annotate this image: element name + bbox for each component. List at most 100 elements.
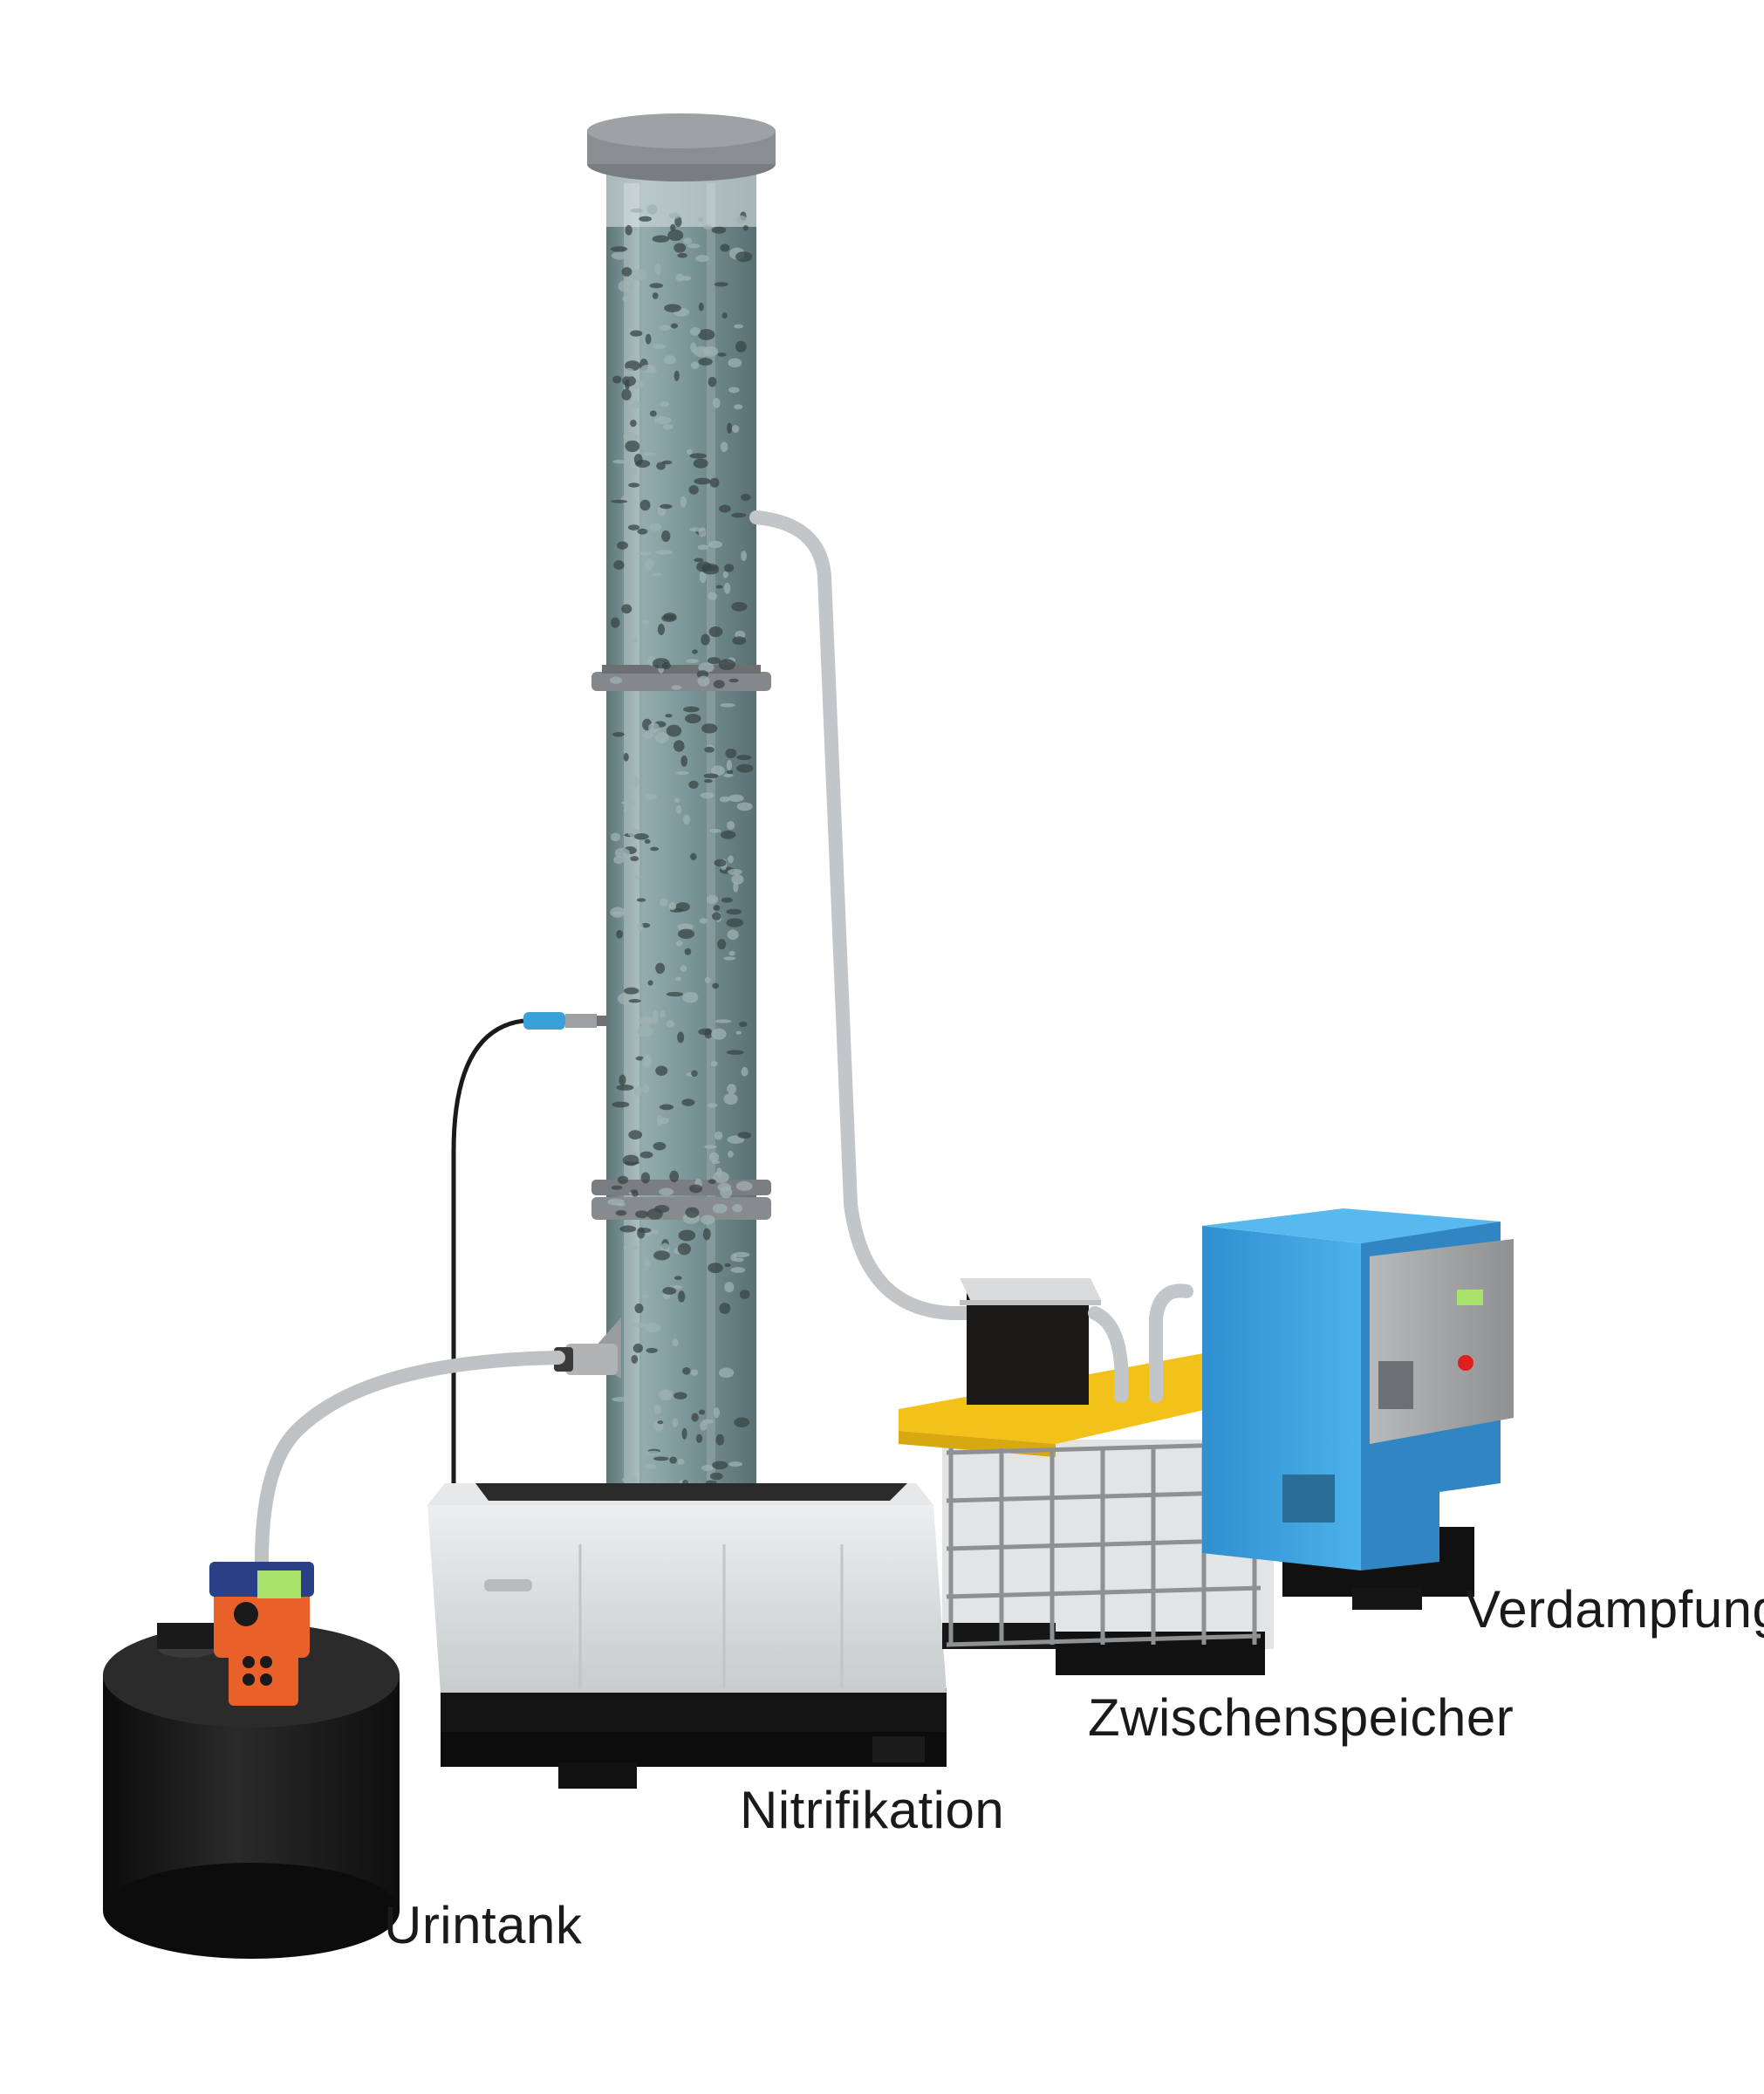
particle [674, 216, 682, 228]
particle [666, 1020, 675, 1028]
particle [645, 1323, 661, 1333]
particle [663, 612, 677, 621]
particle [742, 225, 749, 231]
particle [646, 204, 658, 215]
particle [666, 991, 683, 997]
particle [726, 908, 742, 915]
particle [668, 902, 676, 911]
particle [708, 376, 717, 387]
particle [697, 544, 709, 551]
particle [660, 503, 673, 510]
particle [682, 706, 700, 713]
particle [637, 528, 648, 535]
particle [643, 452, 656, 456]
particle [621, 388, 632, 400]
particle [612, 911, 626, 915]
particle [727, 1084, 737, 1094]
particle [704, 779, 713, 784]
particle [690, 361, 700, 370]
particle [632, 1343, 643, 1353]
particle [640, 364, 656, 373]
particle [659, 1117, 669, 1125]
particle [625, 440, 640, 453]
particle [734, 1417, 750, 1428]
particle [616, 1084, 634, 1091]
particle [728, 358, 742, 368]
particle [669, 1170, 680, 1182]
particle [709, 477, 720, 488]
particle [720, 702, 735, 708]
particle [612, 459, 628, 464]
particle [675, 940, 683, 947]
particle [736, 802, 753, 811]
particle [641, 1056, 653, 1068]
particle [616, 1202, 626, 1207]
particle [610, 832, 621, 842]
particle [649, 283, 664, 289]
nitrification-crate [427, 1483, 947, 1789]
particle [645, 793, 657, 800]
particle [655, 550, 673, 555]
particle [621, 267, 632, 277]
particle [720, 441, 728, 453]
particle [645, 333, 652, 345]
particle [703, 773, 719, 779]
particle [735, 1180, 753, 1191]
particle [720, 243, 730, 252]
particle [645, 558, 654, 571]
particle [703, 224, 712, 229]
particle [673, 370, 680, 381]
particle [714, 1019, 732, 1023]
particle [686, 659, 699, 664]
particle [732, 1204, 742, 1213]
particle [637, 922, 644, 932]
particle [642, 619, 649, 625]
particle [711, 226, 727, 234]
particle [711, 1028, 727, 1040]
particle [728, 868, 742, 875]
particle [726, 821, 735, 831]
particle [670, 223, 676, 232]
particle [637, 551, 652, 556]
particle [611, 246, 628, 252]
evaporation-cabinet [1202, 1208, 1514, 1610]
particle [671, 685, 682, 690]
cage-bar [946, 1585, 1261, 1599]
particle [689, 453, 708, 459]
particle [739, 1021, 748, 1028]
particle [672, 1418, 679, 1427]
particle [702, 1419, 714, 1424]
particle [688, 1184, 703, 1194]
particle [677, 923, 694, 931]
particle [727, 770, 734, 775]
particle [708, 1103, 718, 1108]
particle [712, 1461, 728, 1470]
particle [640, 1172, 651, 1184]
particle [635, 1056, 645, 1061]
particle [626, 455, 635, 461]
particle [694, 558, 704, 563]
nitrification-column [587, 113, 776, 1536]
particle [722, 571, 728, 578]
particle [696, 561, 712, 572]
dosing-pump [209, 1562, 314, 1706]
particle [735, 340, 747, 352]
particle [721, 312, 728, 319]
particle [656, 462, 666, 470]
particle [711, 765, 725, 777]
particle [634, 1304, 644, 1314]
particle [737, 1132, 752, 1139]
particle [698, 662, 714, 673]
particle [649, 523, 661, 531]
particle [673, 797, 680, 804]
particle [694, 477, 712, 485]
particle [717, 352, 727, 357]
particle [715, 585, 723, 589]
particle [712, 982, 720, 989]
particle [678, 1290, 686, 1303]
particle [646, 1347, 658, 1353]
particle [712, 1203, 728, 1214]
particle [657, 623, 666, 635]
particle [697, 329, 715, 340]
particle [687, 243, 701, 249]
